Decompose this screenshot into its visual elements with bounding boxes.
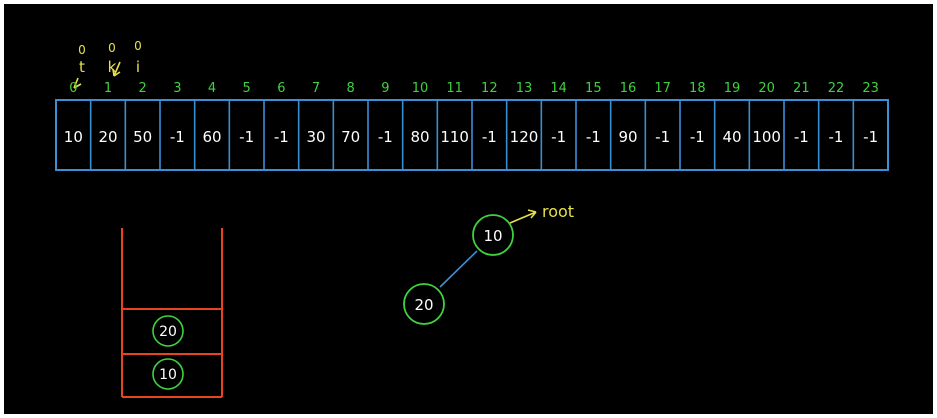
array-index-label: 7 — [312, 81, 320, 96]
array-index-label: 8 — [347, 81, 355, 96]
pointer-k-label: k — [108, 58, 117, 76]
pointer-t-label: t — [79, 58, 85, 76]
array-index-label: 18 — [689, 81, 706, 96]
pointer-k-value: 0 — [108, 41, 116, 55]
array-index-label: 5 — [243, 81, 251, 96]
array-cell-value: 40 — [722, 128, 741, 146]
array-index-label: 20 — [758, 81, 775, 96]
array-cell-value: -1 — [794, 128, 809, 146]
array-cell-value: 70 — [341, 128, 360, 146]
tree-child-node — [403, 283, 445, 325]
array-index-label: 13 — [516, 81, 533, 96]
array-cell-value: 60 — [202, 128, 221, 146]
array-cell-value: -1 — [274, 128, 289, 146]
pointer-k-arrow — [112, 61, 121, 77]
root-arrow — [509, 209, 537, 224]
array-index-label: 17 — [654, 81, 671, 96]
array-index-label: 15 — [585, 81, 602, 96]
array-cell-value: 20 — [98, 128, 117, 146]
array-index-label: 19 — [724, 81, 741, 96]
array-index-label: 2 — [139, 81, 147, 96]
pointer-t-value: 0 — [78, 43, 86, 57]
array-cell-value: -1 — [482, 128, 497, 146]
array-index-label: 21 — [793, 81, 810, 96]
array-index-label: 0 — [69, 81, 77, 96]
array-index-label: 6 — [277, 81, 285, 96]
array-cell-value: -1 — [239, 128, 254, 146]
array-index-label: 9 — [381, 81, 389, 96]
tree-root-label: root — [542, 202, 574, 221]
stack-item-circle — [152, 358, 184, 390]
array-cell-value: -1 — [829, 128, 844, 146]
array-cell-value: -1 — [378, 128, 393, 146]
tree-edge — [439, 250, 478, 288]
array-cell-value: -1 — [863, 128, 878, 146]
binary-tree: 10 20 root — [403, 202, 574, 325]
array-cell-value: 110 — [440, 128, 469, 146]
pointer-t-arrow — [73, 77, 82, 89]
array-index-label: 4 — [208, 81, 216, 96]
array-index-label: 3 — [173, 81, 181, 96]
array-index-label: 1 — [104, 81, 112, 96]
stack-item-circle — [152, 315, 184, 347]
array-cell-value: -1 — [586, 128, 601, 146]
tree-root-node — [472, 214, 514, 256]
array-cell-value: 100 — [752, 128, 781, 146]
pointer-i-value: 0 — [134, 39, 142, 53]
array-index-label: 10 — [412, 81, 429, 96]
stack-item-bottom: 10 — [159, 367, 177, 383]
pointer-i-label: i — [136, 58, 140, 76]
array-index-label: 11 — [446, 81, 463, 96]
array-cell-value: 30 — [306, 128, 325, 146]
array-cell-value: 120 — [510, 128, 539, 146]
array-cell-row: 10 20 50 -1 60 -1 -1 30 70 -1 80 110 -1 120 -1 -1 90 -1 -1… — [55, 99, 889, 171]
array-index-label: 22 — [828, 81, 845, 96]
stack: 20 10 — [121, 228, 223, 398]
tree-child-value: 20 — [414, 296, 433, 314]
array-cell-value: -1 — [170, 128, 185, 146]
array-index-label: 23 — [862, 81, 879, 96]
stack-item-top: 20 — [159, 324, 177, 340]
array-index-label: 12 — [481, 81, 498, 96]
array-cell-value: -1 — [690, 128, 705, 146]
array-index-label: 16 — [620, 81, 637, 96]
array-cell-value: 10 — [64, 128, 83, 146]
array-index-label: 14 — [550, 81, 567, 96]
tree-root-value: 10 — [483, 227, 502, 245]
array-cell-value: 90 — [618, 128, 637, 146]
array-cell-value: 80 — [410, 128, 429, 146]
array-cell-value: -1 — [655, 128, 670, 146]
pointer-group: 0 t 0 k 0 i — [73, 39, 142, 89]
array-cell-value: 50 — [133, 128, 152, 146]
array-cell-value: -1 — [551, 128, 566, 146]
